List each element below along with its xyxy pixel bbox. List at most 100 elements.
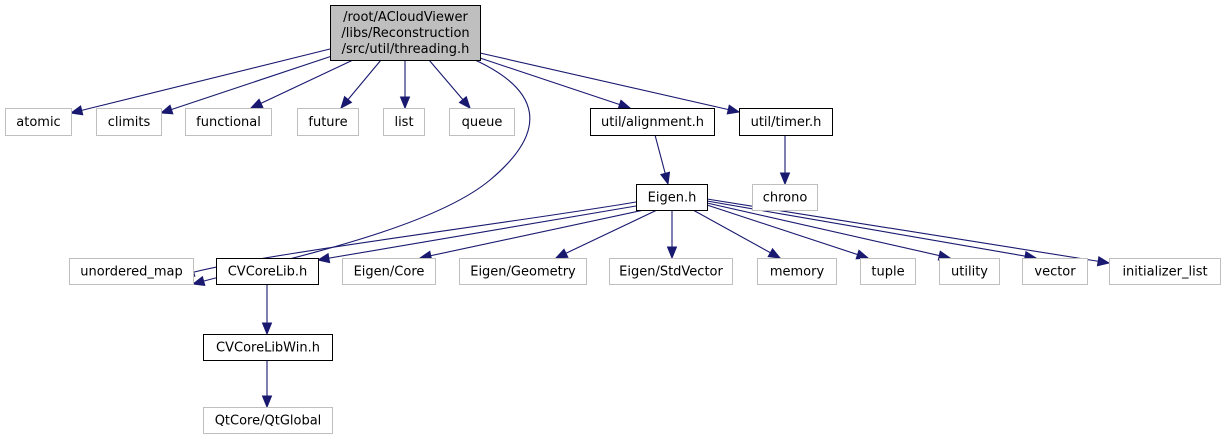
node-initializer-list: initializer_list <box>1109 258 1221 285</box>
edge-root-to-unordered_map <box>191 59 531 286</box>
node-box <box>185 108 272 136</box>
arrowhead-icon <box>261 395 273 409</box>
node-box <box>449 108 515 136</box>
node-functional: functional <box>185 108 272 136</box>
arrowhead-icon <box>659 171 671 186</box>
arrowhead-icon <box>458 95 471 110</box>
node-label: util/alignment.h <box>601 115 704 130</box>
edge-eigen-to-eigen_geometry <box>554 209 658 259</box>
arrowhead-icon <box>767 247 782 259</box>
node-utility: utility <box>939 258 1000 285</box>
arrowhead-icon <box>726 104 741 115</box>
node-cvcorelibwin[interactable]: CVCoreLibWin.h <box>203 334 333 361</box>
edge-root-to-list <box>399 60 411 110</box>
node-label: future <box>308 115 347 130</box>
node-box <box>609 258 733 285</box>
node-label: Eigen/Geometry <box>470 265 576 280</box>
edge-line <box>70 48 331 114</box>
node-box <box>96 108 162 136</box>
node-eigen-core: Eigen/Core <box>342 258 436 285</box>
node-label: CVCoreLib.h <box>228 265 308 280</box>
node-box <box>459 258 587 285</box>
arrowhead-icon <box>399 96 411 110</box>
node-label: QtCore/QtGlobal <box>215 414 322 429</box>
edge-line <box>706 202 951 259</box>
node-label: /src/util/threading.h <box>342 42 470 57</box>
edge-alignment-to-eigen <box>654 134 671 186</box>
node-label: Eigen/StdVector <box>619 265 723 280</box>
node-box <box>330 5 481 61</box>
node-label: /root/ACloudViewer <box>343 10 468 25</box>
arrowhead-icon <box>249 98 264 109</box>
edge-line <box>317 205 637 261</box>
node-label: vector <box>1034 265 1076 280</box>
edge-timer-to-chrono <box>779 135 791 186</box>
node-label: functional <box>196 115 261 130</box>
edge-root-to-queue <box>428 59 471 110</box>
edge-line <box>706 204 869 259</box>
node-box <box>383 108 425 136</box>
edge-line <box>479 52 740 113</box>
node-label: initializer_list <box>1122 265 1207 280</box>
arrowhead-icon <box>779 172 791 186</box>
node-label: unordered_map <box>80 265 183 280</box>
edge-root-to-alignment <box>479 57 632 110</box>
edge-eigen-to-eigen_stdvector <box>666 210 678 260</box>
node-box <box>752 184 818 211</box>
node-label: Eigen/Core <box>354 265 425 280</box>
node-label: util/timer.h <box>751 115 822 130</box>
node-eigen[interactable]: Eigen.h <box>636 184 708 211</box>
edge-root-to-atomic <box>69 48 331 116</box>
node-label: utility <box>951 265 988 280</box>
edge-root-to-climits <box>159 55 333 115</box>
node-unordered-map: unordered_map <box>69 258 194 285</box>
edge-line <box>555 209 658 259</box>
node-box <box>203 334 333 361</box>
node-future: future <box>297 108 359 136</box>
arrowhead-icon <box>191 275 206 286</box>
node-queue: queue <box>449 108 515 136</box>
edge-eigen-to-eigen_core <box>418 209 645 261</box>
node-label: list <box>394 115 413 130</box>
node-box <box>297 108 359 136</box>
node-box <box>636 184 708 211</box>
edge-eigen-to-tuple <box>706 204 870 260</box>
node-box <box>757 258 837 285</box>
node-cvcorelib[interactable]: CVCoreLib.h <box>216 258 319 285</box>
node-label: queue <box>462 115 503 130</box>
node-box <box>860 258 916 285</box>
node-chrono: chrono <box>752 184 818 211</box>
arrowhead-icon <box>340 95 353 110</box>
node-atomic: atomic <box>5 108 72 136</box>
node-memory: memory <box>757 258 837 285</box>
nodes-layer: /root/ACloudViewer/libs/Reconstruction/s… <box>5 5 1221 434</box>
node-box <box>203 407 333 434</box>
node-box <box>342 258 436 285</box>
arrowhead-icon <box>855 249 870 260</box>
arrowhead-icon <box>1096 256 1111 267</box>
node-root[interactable]: /root/ACloudViewer/libs/Reconstruction/s… <box>330 5 481 61</box>
node-timer[interactable]: util/timer.h <box>739 108 833 136</box>
node-qtglobal: QtCore/QtGlobal <box>203 407 333 434</box>
edge-line <box>692 209 781 259</box>
edge-cvcorelib-to-cvcorelibwin <box>261 284 273 336</box>
edge-eigen-to-memory <box>692 209 782 259</box>
node-climits: climits <box>96 108 162 136</box>
edge-line <box>192 59 531 285</box>
node-eigen-stdvector: Eigen/StdVector <box>609 258 733 285</box>
node-label: tuple <box>871 265 904 280</box>
edge-eigen-to-cvcorelib <box>316 205 637 264</box>
node-alignment[interactable]: util/alignment.h <box>590 108 715 136</box>
node-box <box>939 258 1000 285</box>
node-eigen-geometry: Eigen/Geometry <box>459 258 587 285</box>
edge-root-to-future <box>340 59 382 110</box>
node-label: CVCoreLibWin.h <box>216 341 320 356</box>
node-label: /libs/Reconstruction <box>341 26 469 41</box>
node-box <box>590 108 715 136</box>
edge-line <box>160 55 333 114</box>
edge-line <box>250 59 354 109</box>
node-box <box>1022 258 1088 285</box>
node-tuple: tuple <box>860 258 916 285</box>
arrowhead-icon <box>617 99 632 110</box>
